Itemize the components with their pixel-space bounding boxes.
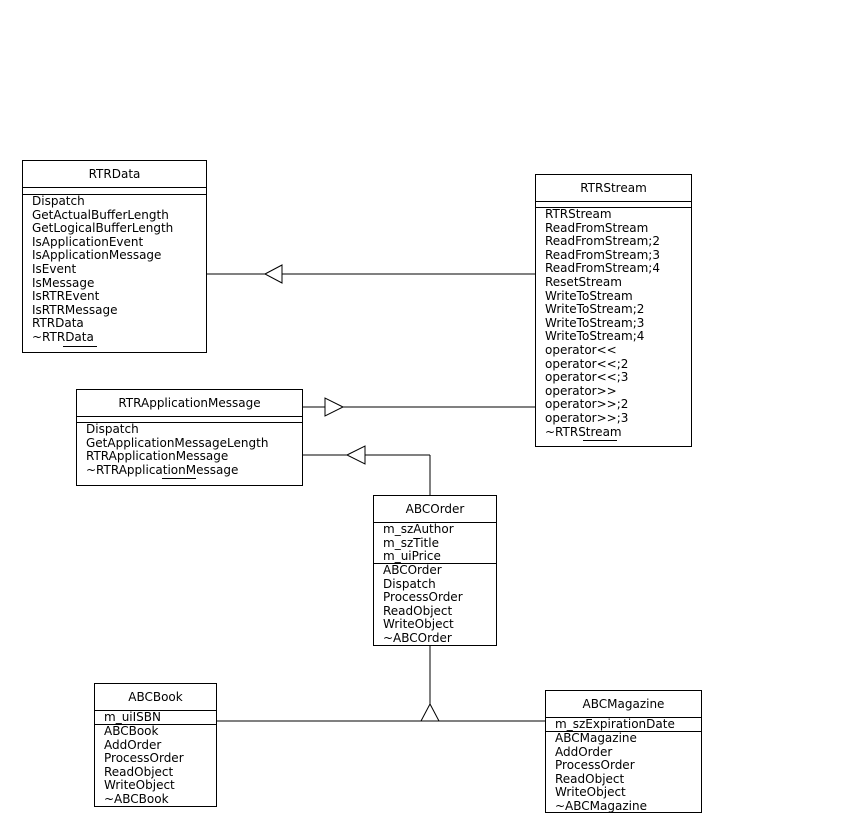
operation: ResetStream xyxy=(545,274,622,289)
operation: WriteObject xyxy=(104,778,175,793)
generalization-arrowhead-rtrapplicationmessage-1 xyxy=(324,397,345,417)
attribute: m_szAuthor xyxy=(383,522,454,536)
operation: AddOrder xyxy=(555,744,613,759)
attribute: m_szTitle xyxy=(383,535,439,550)
operation: ReadFromStream xyxy=(545,220,649,235)
operation: ReadFromStream;3 xyxy=(545,247,660,262)
class-abcbook[interactable]: ABCBook m_uiISBN ABCBook AddOrder Proces… xyxy=(94,683,217,807)
operation: WriteToStream;3 xyxy=(545,315,645,330)
class-name: RTRData xyxy=(23,161,206,188)
operation: GetActualBufferLength xyxy=(32,207,169,222)
generalization-arrowhead-rtrapplicationmessage-2 xyxy=(345,445,366,465)
operation: ProcessOrder xyxy=(555,758,635,773)
operation: WriteObject xyxy=(555,785,626,800)
operation: IsMessage xyxy=(32,275,95,290)
class-rtrdata[interactable]: RTRData Dispatch GetActualBufferLength G… xyxy=(22,160,207,353)
attribute-compartment xyxy=(536,202,691,208)
class-name: RTRStream xyxy=(536,175,691,202)
operation: GetApplicationMessageLength xyxy=(86,435,269,450)
operation: ~RTRData xyxy=(32,329,97,347)
class-abcorder[interactable]: ABCOrder m_szAuthor m_szTitle m_uiPrice … xyxy=(373,495,497,646)
operation: ReadObject xyxy=(555,771,625,786)
class-rtrstream[interactable]: RTRStream RTRStream ReadFromStream ReadF… xyxy=(535,174,692,447)
attribute-compartment: m_szExpirationDate xyxy=(546,717,701,732)
operation: GetLogicalBufferLength xyxy=(32,221,174,236)
operation: operator<< xyxy=(545,342,617,357)
attribute: m_uiPrice xyxy=(383,549,441,564)
operation: WriteToStream;4 xyxy=(545,329,645,344)
operation: ~ABCMagazine xyxy=(555,798,647,813)
generalization-arrowhead-rtrdata xyxy=(263,264,283,284)
operation: operator>>;3 xyxy=(545,410,629,425)
operation: WriteToStream xyxy=(545,288,633,303)
operation: ProcessOrder xyxy=(383,590,463,605)
operation: ~RTRStream xyxy=(545,424,622,441)
operation: IsApplicationEvent xyxy=(32,234,144,249)
class-name: ABCOrder xyxy=(374,496,496,523)
operation: ABCMagazine xyxy=(555,731,637,745)
operation: ~ABCOrder xyxy=(383,630,452,645)
operation: RTRApplicationMessage xyxy=(86,449,229,464)
operation: ReadObject xyxy=(383,603,453,618)
attribute: m_uiISBN xyxy=(104,710,161,724)
class-abcmagazine[interactable]: ABCMagazine m_szExpirationDate ABCMagazi… xyxy=(545,690,702,813)
operation: ABCBook xyxy=(104,724,159,738)
attribute: m_szExpirationDate xyxy=(555,717,675,731)
operation-list: RTRStream ReadFromStream ReadFromStream;… xyxy=(536,207,691,441)
attribute-compartment xyxy=(23,188,206,195)
operation-list: ABCOrder Dispatch ProcessOrder ReadObjec… xyxy=(374,563,496,646)
operation: ~RTRApplicationMessage xyxy=(86,462,239,479)
operation: IsRTRMessage xyxy=(32,302,118,317)
attribute-compartment: m_uiISBN xyxy=(95,710,216,725)
operation: ~ABCBook xyxy=(104,791,169,806)
operation: ReadFromStream;2 xyxy=(545,234,660,249)
operation: IsRTREvent xyxy=(32,289,100,304)
class-rtrapplicationmessage[interactable]: RTRApplicationMessage Dispatch GetApplic… xyxy=(76,389,303,486)
class-name: RTRApplicationMessage xyxy=(77,390,302,417)
operation: IsApplicationMessage xyxy=(32,248,162,263)
operation: Dispatch xyxy=(32,194,85,208)
generalization-arrowhead-abcorder xyxy=(420,702,440,722)
operation: Dispatch xyxy=(383,576,436,591)
operation: AddOrder xyxy=(104,737,162,752)
operation: ReadFromStream;4 xyxy=(545,261,660,276)
operation-list: ABCMagazine AddOrder ProcessOrder ReadOb… xyxy=(546,731,701,814)
operation: operator<<;2 xyxy=(545,356,629,371)
operation: operator>>;2 xyxy=(545,397,629,412)
operation: operator>> xyxy=(545,383,617,398)
operation: RTRStream xyxy=(545,207,612,221)
operation: IsEvent xyxy=(32,261,77,276)
class-name: ABCBook xyxy=(95,684,216,711)
operation-list: Dispatch GetActualBufferLength GetLogica… xyxy=(23,194,206,347)
operation: ReadObject xyxy=(104,764,174,779)
attribute-compartment xyxy=(77,417,302,423)
operation: WriteToStream;2 xyxy=(545,302,645,317)
operation: ProcessOrder xyxy=(104,751,184,766)
operation: RTRData xyxy=(32,316,84,331)
operation-list: ABCBook AddOrder ProcessOrder ReadObject… xyxy=(95,724,216,807)
attribute-compartment: m_szAuthor m_szTitle m_uiPrice xyxy=(374,522,496,564)
operation: Dispatch xyxy=(86,422,139,436)
operation-list: Dispatch GetApplicationMessageLength RTR… xyxy=(77,422,302,479)
operation: operator<<;3 xyxy=(545,370,629,385)
operation: WriteObject xyxy=(383,617,454,632)
operation: ABCOrder xyxy=(383,563,442,577)
class-name: ABCMagazine xyxy=(546,691,701,718)
